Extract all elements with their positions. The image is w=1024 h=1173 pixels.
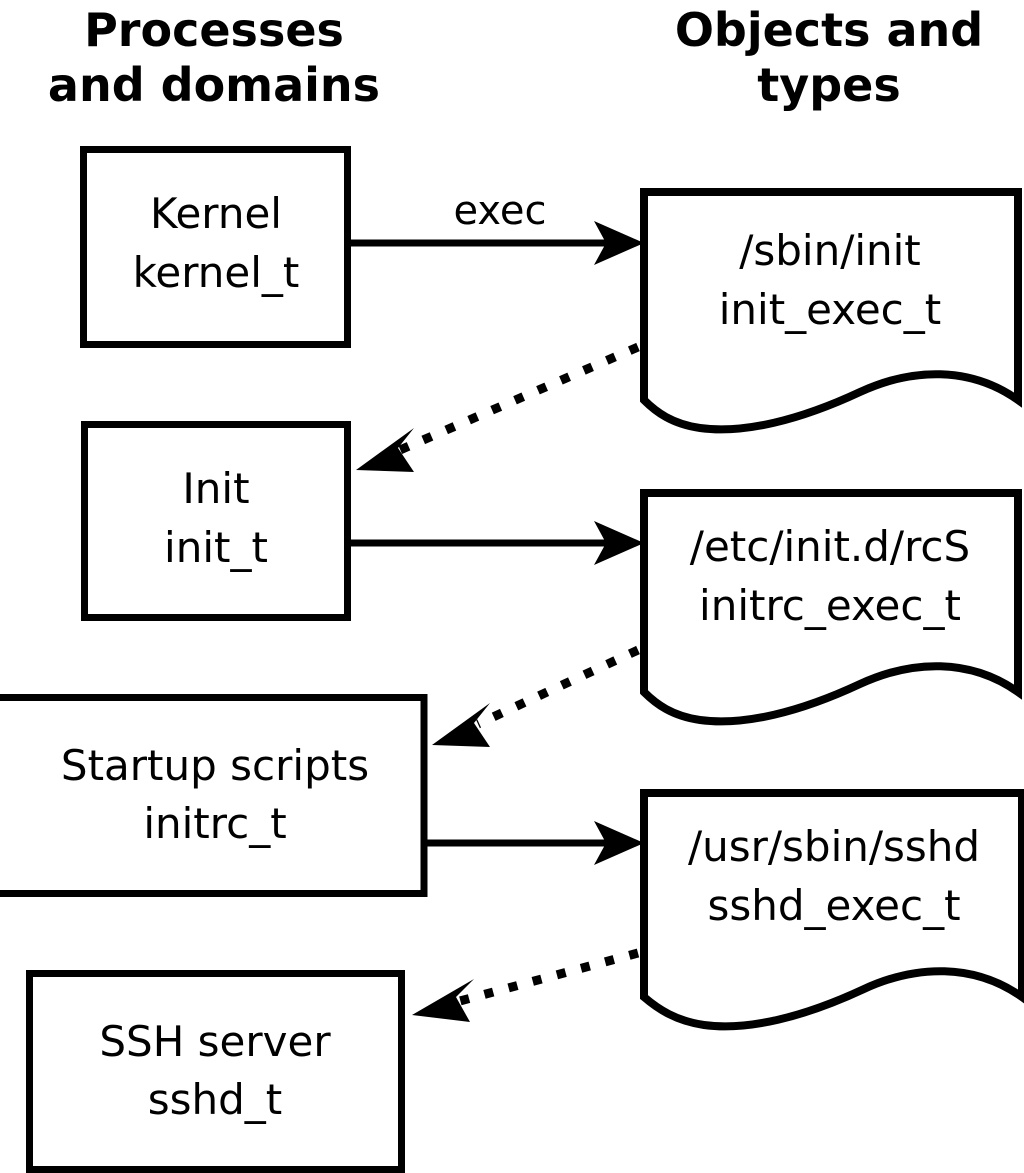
node-label-line2: sshd_exec_t: [707, 881, 960, 930]
node-box: [81, 421, 351, 621]
node-etc-initd-rcs[interactable]: /etc/init.d/rcS initrc_exec_t: [640, 489, 1022, 726]
edge-sshd-exec-to-sshd: [412, 948, 640, 1022]
edge-line: [476, 645, 640, 729]
edge-kernel-to-init-exec: exec: [348, 188, 644, 265]
node-sbin-init[interactable]: /sbin/init init_exec_t: [640, 188, 1022, 434]
node-box: [80, 146, 351, 348]
node-label-line2: init_exec_t: [719, 285, 942, 334]
node-label-line1: /sbin/init: [739, 226, 921, 275]
node-usr-sbin-sshd[interactable]: /usr/sbin/sshd sshd_exec_t: [640, 789, 1024, 1031]
column-header-objects-line2: types: [757, 58, 900, 112]
node-label-line2: sshd_t: [148, 1075, 283, 1124]
edge-line: [398, 342, 640, 455]
node-label-line1: Startup scripts: [61, 741, 369, 790]
node-document-shape: [640, 789, 1024, 1031]
column-header-processes-line1: Processes: [84, 3, 344, 57]
edge-initrc-to-sshd-exec: [425, 821, 644, 865]
arrow-head-icon: [356, 428, 414, 472]
node-label-line2: kernel_t: [133, 248, 300, 297]
node-label-line2: init_t: [164, 523, 268, 572]
column-header-objects-line1: Objects and: [675, 3, 983, 57]
node-init[interactable]: Init init_t: [81, 421, 351, 621]
arrow-head-icon: [594, 821, 644, 865]
node-startup-scripts[interactable]: Startup scripts initrc_t: [0, 694, 428, 897]
node-box: [0, 694, 428, 897]
node-document-shape: [640, 188, 1022, 434]
node-box: [26, 970, 405, 1173]
arrow-head-icon: [412, 979, 474, 1022]
node-label-line2: initrc_t: [143, 799, 286, 848]
node-label-line1: SSH server: [99, 1017, 331, 1066]
node-label-line1: Init: [182, 464, 249, 513]
arrow-head-icon: [594, 521, 644, 565]
edge-initrc-exec-to-initrc: [432, 645, 640, 747]
edge-init-exec-to-init: [356, 342, 640, 472]
column-header-processes-line2: and domains: [48, 58, 380, 112]
arrow-head-icon: [432, 703, 490, 747]
node-label-line2: initrc_exec_t: [699, 581, 961, 630]
arrow-head-icon: [594, 221, 644, 265]
node-label-line1: /usr/sbin/sshd: [688, 822, 980, 871]
node-ssh-server[interactable]: SSH server sshd_t: [26, 970, 405, 1173]
node-label-line1: /etc/init.d/rcS: [690, 522, 970, 571]
edge-label-exec: exec: [454, 188, 547, 234]
node-kernel[interactable]: Kernel kernel_t: [80, 146, 351, 348]
node-document-shape: [640, 489, 1022, 726]
edge-init-to-initrc-exec: [348, 521, 644, 565]
node-label-line1: Kernel: [150, 189, 282, 238]
edge-line: [458, 948, 640, 1006]
